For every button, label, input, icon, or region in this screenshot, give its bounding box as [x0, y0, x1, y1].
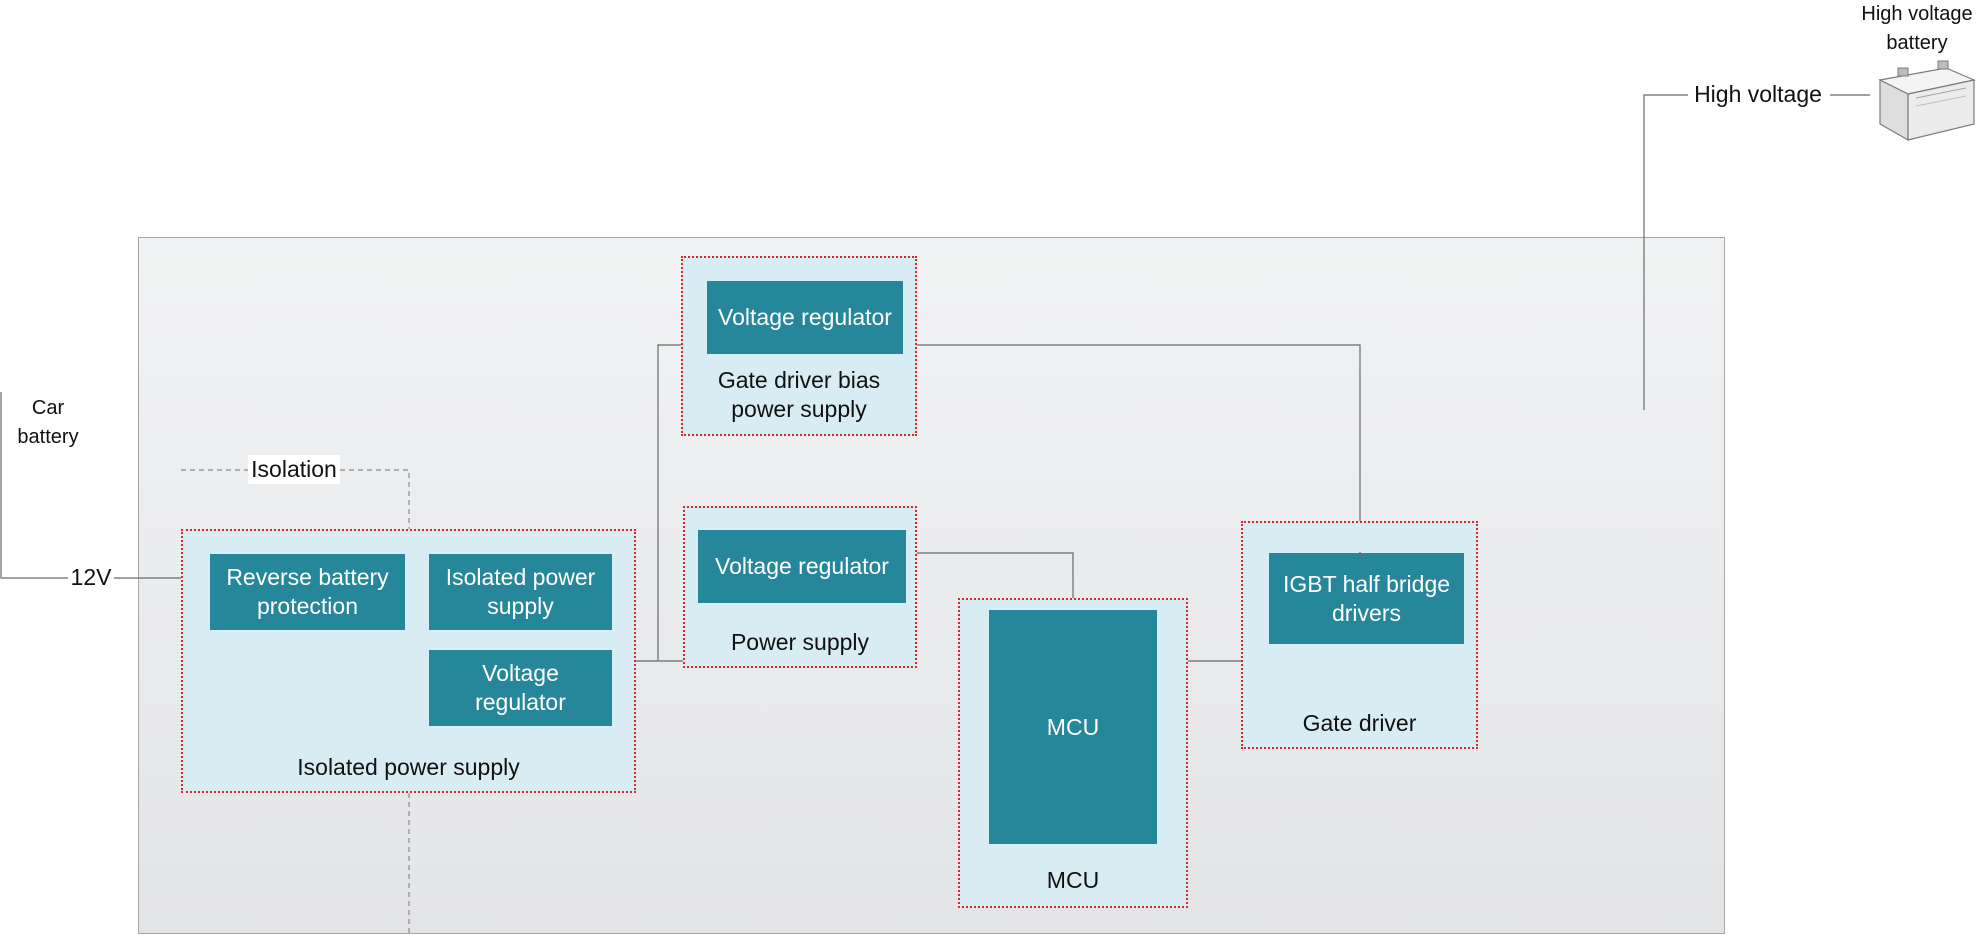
- reverse-battery-protection-block: Reverse battery protection: [210, 554, 405, 630]
- isolated-power-supply-block: Isolated power supply: [429, 554, 612, 630]
- bias-voltage-regulator-block: Voltage regulator: [707, 281, 903, 354]
- igbt-half-bridge-drivers-block: IGBT half bridge drivers: [1269, 553, 1464, 644]
- power-supply-group: Voltage regulator Power supply: [683, 506, 917, 668]
- 12v-label: 12V: [70, 564, 112, 590]
- voltage-regulator-block: Voltage regulator: [429, 650, 612, 726]
- hv-battery-label: High voltage battery: [1861, 3, 1973, 54]
- high-voltage-wire: [1643, 94, 1688, 410]
- car-battery-label: Car battery: [17, 397, 79, 448]
- isolated-to-bias-wire: [657, 344, 681, 661]
- gate-driver-bias-supply-label: Gate driver bias power supply: [717, 367, 881, 422]
- bias-to-gate-wire: [901, 344, 1361, 557]
- car-battery-icon: [1878, 60, 1976, 142]
- isolated-power-supply-group: Reverse battery protection Isolated powe…: [181, 529, 636, 793]
- isolation-label: Isolation: [248, 455, 340, 484]
- high-voltage-label: High voltage: [1694, 81, 1822, 107]
- isolated-power-supply-label: Isolated power supply: [297, 754, 520, 780]
- gate-driver-group: IGBT half bridge drivers Gate driver: [1241, 521, 1478, 749]
- car-battery-wire: [0, 392, 68, 579]
- isolation-line-right: [340, 469, 410, 529]
- mcu-block: MCU: [989, 610, 1157, 844]
- gate-driver-bias-supply-group: Voltage regulator Gate driver bias power…: [681, 256, 917, 436]
- mcu-label: MCU: [1046, 867, 1100, 893]
- gate-driver-label: Gate driver: [1302, 710, 1417, 736]
- power-voltage-regulator-block: Voltage regulator: [698, 530, 906, 603]
- power-to-mcu-wire: [903, 552, 1074, 598]
- power-supply-label: Power supply: [730, 629, 870, 655]
- mcu-group: MCU MCU: [958, 598, 1188, 908]
